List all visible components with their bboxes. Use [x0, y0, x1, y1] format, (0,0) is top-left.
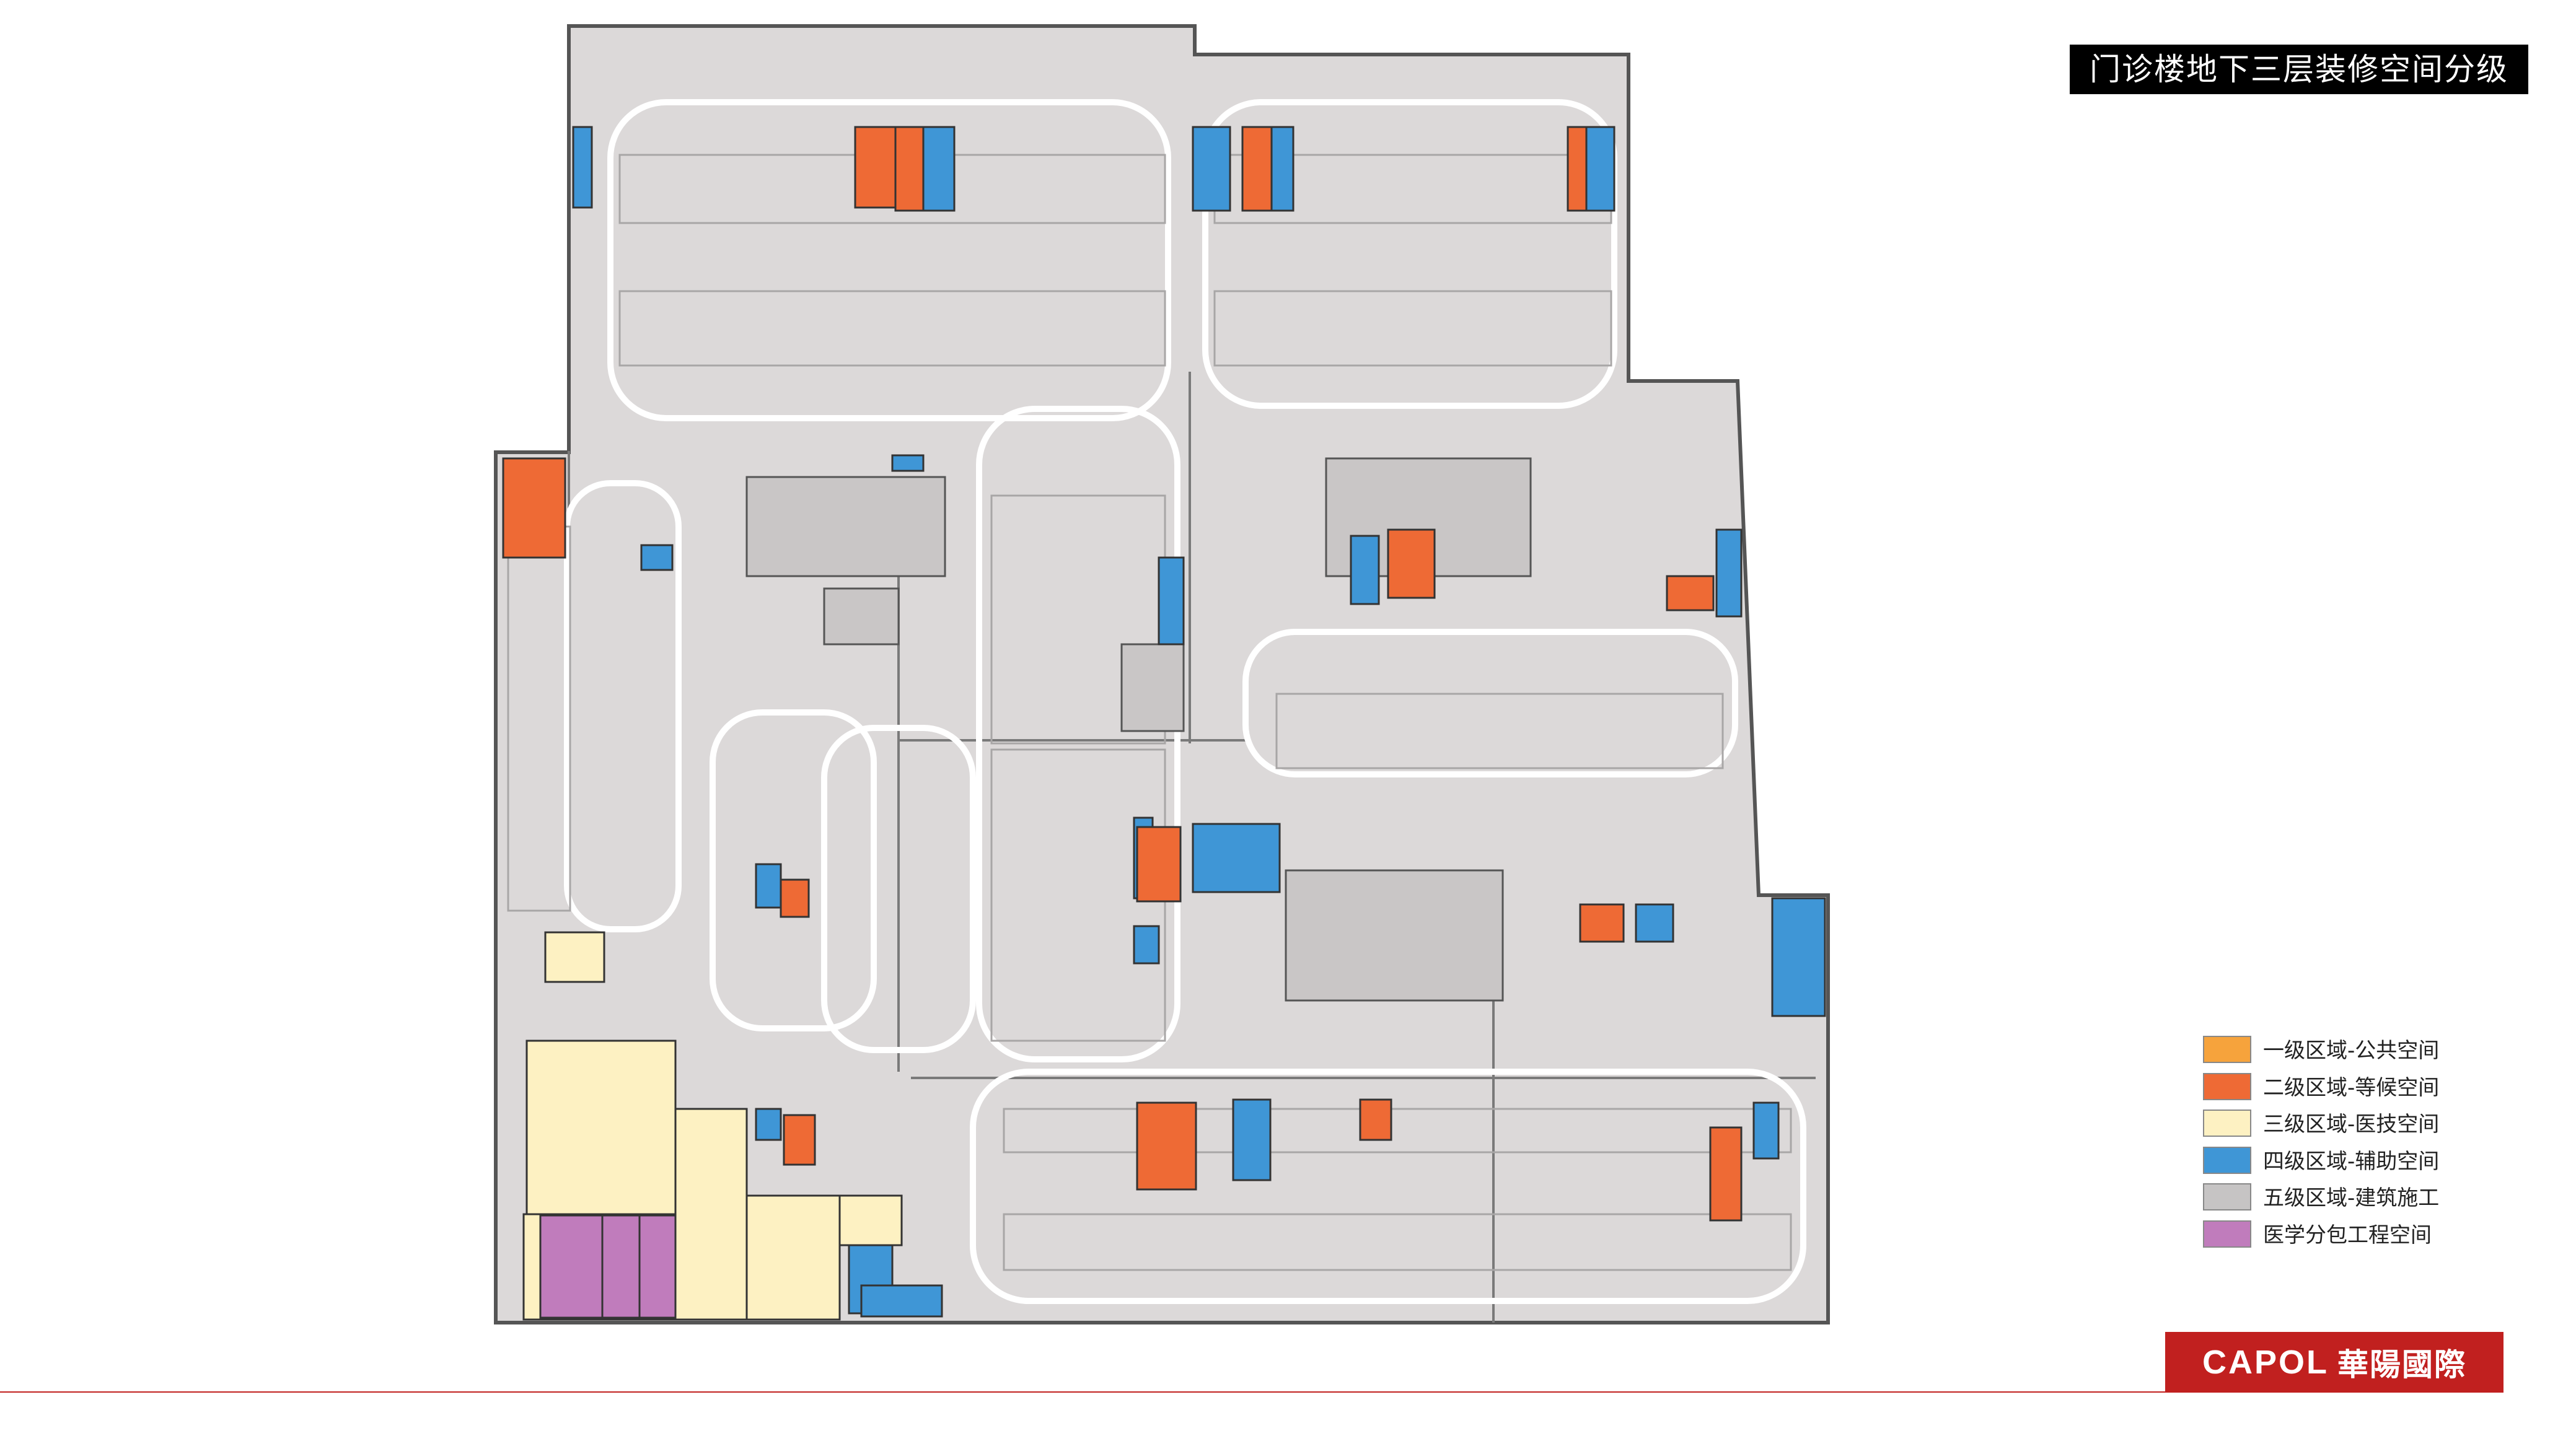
- legend-swatch: [2203, 1146, 2251, 1174]
- legend-label: 医学分包工程空间: [2263, 1222, 2432, 1248]
- logo-text-cn: 華陽國際: [2337, 1347, 2466, 1382]
- legend-swatch: [2203, 1110, 2251, 1137]
- legend-swatch: [2203, 1072, 2251, 1100]
- legend-swatch: [2203, 1220, 2251, 1248]
- legend-label: 二级区域-等候空间: [2263, 1075, 2440, 1100]
- drawing-title: 门诊楼地下三层装修空间分级: [2070, 45, 2528, 94]
- legend-label: 一级区域-公共空间: [2263, 1038, 2440, 1063]
- level4-rooms: [572, 126, 1826, 1318]
- legend-label: 三级区域-医技空间: [2263, 1112, 2440, 1137]
- legend-label: 五级区域-建筑施工: [2263, 1186, 2440, 1210]
- drive-aisles: [564, 99, 1806, 1304]
- bottom-rule: [0, 1391, 2165, 1393]
- logo-text-en: CAPOL: [2202, 1344, 2329, 1381]
- company-logo: CAPOL 華陽國際: [2165, 1332, 2503, 1393]
- legend-label: 四级区域-辅助空间: [2263, 1149, 2440, 1174]
- medical-rooms: [539, 1214, 677, 1319]
- level2-rooms: [502, 126, 1743, 1222]
- legend-swatch: [2203, 1036, 2251, 1063]
- legend-swatch: [2203, 1183, 2251, 1210]
